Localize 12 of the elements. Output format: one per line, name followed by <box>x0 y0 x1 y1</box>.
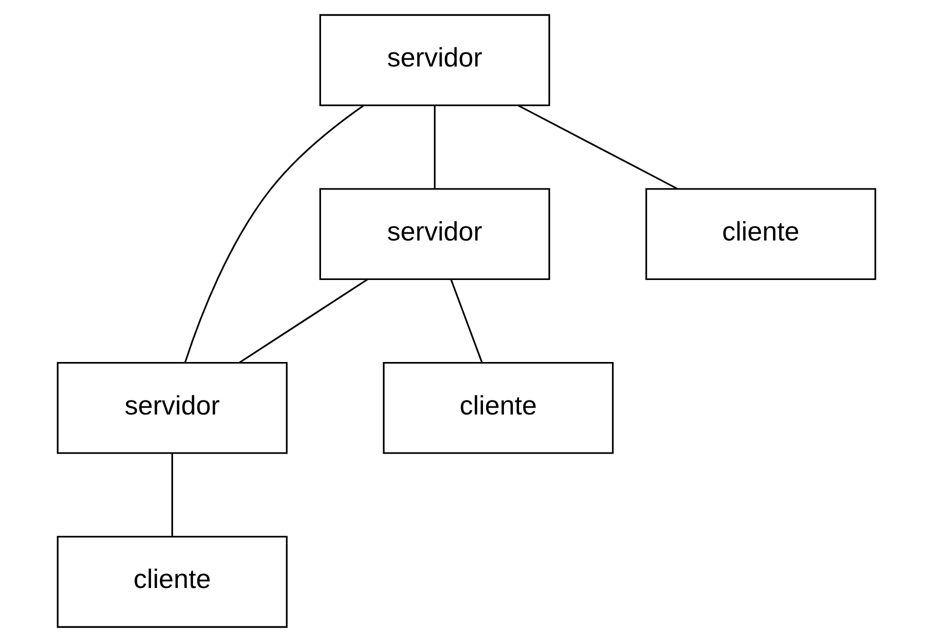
connector <box>171 453 174 536</box>
node-box: servidor <box>319 14 550 106</box>
node-box: cliente <box>56 536 288 628</box>
connector <box>517 104 678 190</box>
connector <box>239 278 368 364</box>
connector <box>434 105 436 188</box>
node-box: servidor <box>319 188 550 280</box>
node-box: servidor <box>56 362 288 454</box>
connector <box>450 278 483 363</box>
node-box: cliente <box>645 188 876 280</box>
node-box: cliente <box>382 362 614 454</box>
connector <box>184 104 364 363</box>
